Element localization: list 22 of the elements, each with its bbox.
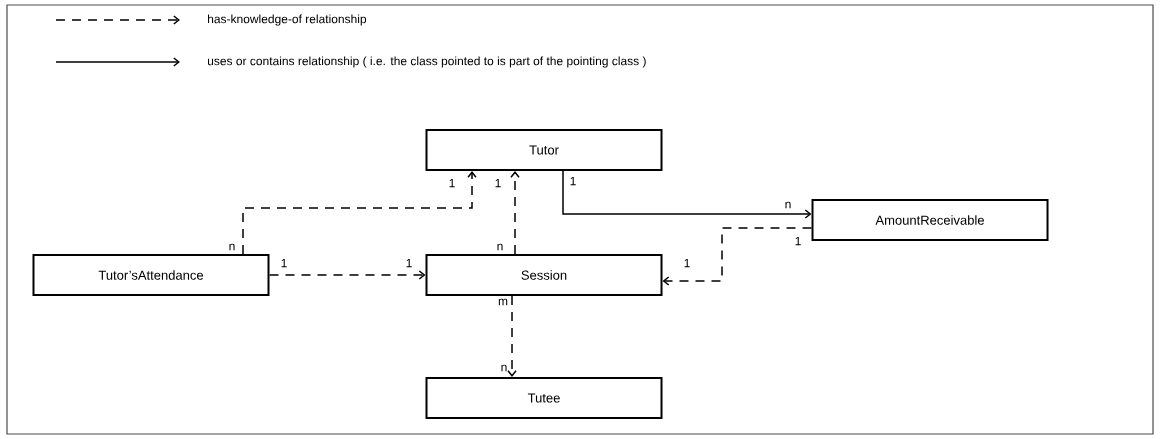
multiplicity-label: n — [501, 364, 507, 372]
multiplicity-label: 1 — [406, 258, 412, 268]
multiplicity-label: 1 — [684, 258, 690, 268]
multiplicity-label: 1 — [570, 176, 576, 186]
class-box: AmountReceivable — [811, 199, 1049, 241]
class-box: Tutor’sAttendance — [32, 254, 270, 296]
legend-text: has-knowledge-of relationship — [208, 14, 367, 26]
class-box: Session — [425, 254, 663, 296]
multiplicity-label: n — [785, 201, 791, 209]
multiplicity-label: 1 — [795, 236, 801, 246]
multiplicity-label: n — [229, 243, 235, 251]
class-box: Tutee — [425, 377, 663, 419]
arrow — [507, 295, 517, 377]
legend-text: uses or contains relationship ( i.e. the class pointed to is part of the pointing class ) — [208, 56, 646, 68]
class-box: Tutor — [425, 129, 663, 171]
arrow — [562, 170, 812, 219]
arrow — [662, 227, 813, 286]
multiplicity-label: m — [498, 298, 508, 306]
arrow — [242, 171, 477, 255]
arrow — [510, 171, 520, 255]
arrow — [268, 270, 426, 280]
multiplicity-label: 1 — [281, 258, 287, 268]
